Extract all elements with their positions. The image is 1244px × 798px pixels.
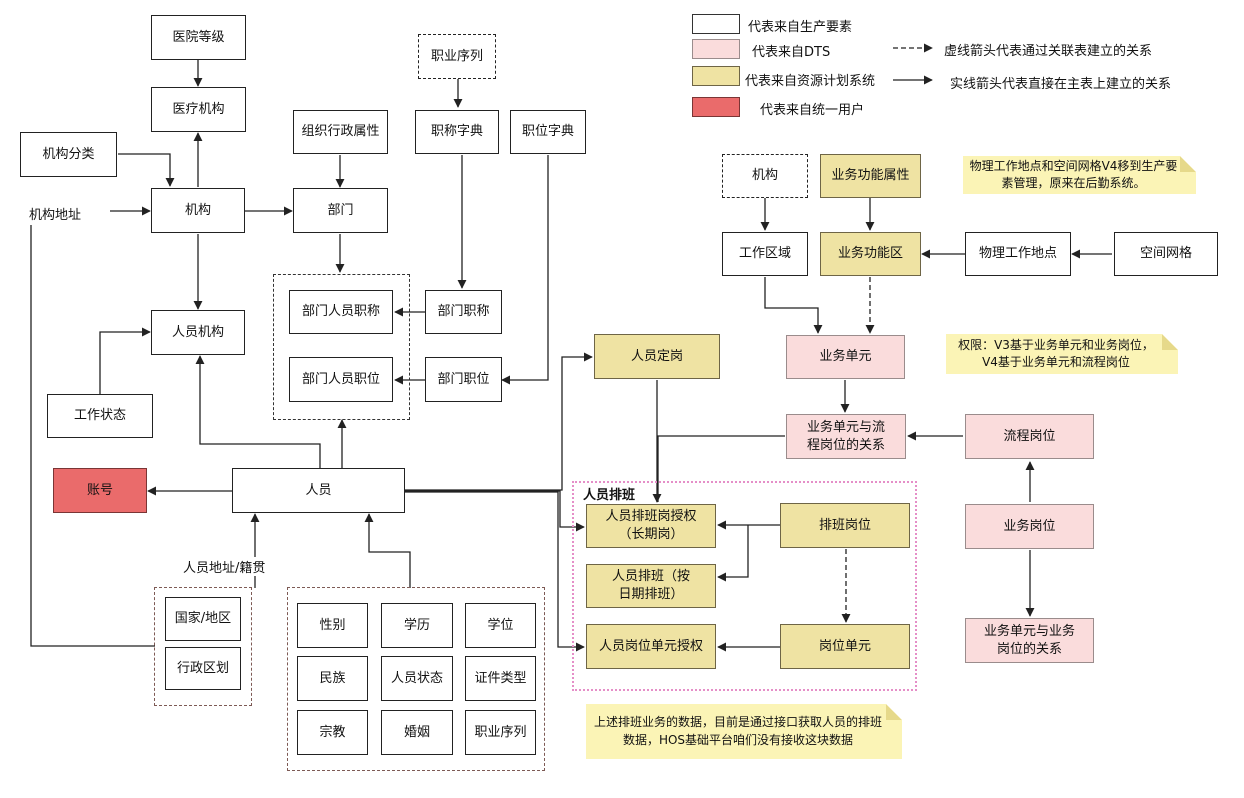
node-org-admin-attr: 组织行政属性 (293, 110, 388, 154)
note-v4-move: 物理工作地点和空间网格V4移到生产要素管理，原来在后勤系统。 (963, 156, 1196, 194)
edge-staff-posting (405, 352, 593, 491)
edge-category-org (118, 153, 175, 187)
node-business-func-attr: 业务功能属性 (820, 154, 921, 198)
node-work-status: 工作状态 (47, 394, 153, 438)
legend-swatch-resource (692, 66, 740, 86)
edge-staff-schedauth (405, 490, 585, 532)
node-staff-post-unit-auth: 人员岗位单元授权 (586, 624, 716, 669)
node-org-right: 机构 (722, 154, 808, 198)
legend-swatch-production (692, 14, 740, 34)
node-id-type: 证件类型 (465, 656, 536, 701)
node-position-dict: 职位字典 (510, 110, 586, 154)
node-staff: 人员 (232, 468, 405, 513)
node-org-category: 机构分类 (20, 132, 117, 177)
node-dept-staff-title: 部门人员职称 (289, 290, 393, 334)
group-address (154, 587, 252, 706)
edge-staff-stafforg (195, 355, 321, 468)
node-marriage: 婚姻 (381, 710, 453, 755)
node-department: 部门 (293, 188, 388, 233)
node-ethnicity: 民族 (297, 656, 368, 701)
node-admin-division: 行政区划 (165, 647, 241, 690)
node-schedule-post-auth: 人员排班岗授权（长期岗） (586, 504, 716, 548)
node-country-region: 国家/地区 (165, 597, 241, 641)
node-job-sequence-bottom: 职业序列 (465, 710, 536, 755)
node-work-area: 工作区域 (722, 232, 808, 276)
node-bu-business-relation: 业务单元与业务岗位的关系 (965, 618, 1094, 663)
edge-staff-unitauth (405, 491, 585, 652)
legend-label-dts: 代表来自DTS (752, 45, 831, 60)
node-physical-workplace: 物理工作地点 (965, 232, 1071, 276)
legend-label-dashed-arrow: 虚线箭头代表通过关联表建立的关系 (944, 44, 1153, 59)
node-religion: 宗教 (297, 710, 368, 755)
node-degree: 学位 (465, 603, 536, 648)
label-staff-address: 人员地址/籍贯 (181, 557, 268, 576)
edge-workstatus-stafforg (99, 327, 151, 394)
group-schedule (572, 481, 917, 691)
node-dept-title: 部门职称 (425, 290, 502, 334)
node-business-func-zone: 业务功能区 (820, 232, 921, 276)
node-org: 机构 (151, 188, 245, 233)
node-staff-schedule: 人员排班（按日期排班） (586, 564, 716, 608)
edge-dictgroup-staff (364, 513, 411, 588)
node-dept-staff-position: 部门人员职位 (289, 357, 393, 402)
group-schedule-title: 人员排班 (583, 488, 636, 503)
node-account: 账号 (53, 468, 147, 513)
node-post-unit: 岗位单元 (780, 624, 910, 669)
node-schedule-post: 排班岗位 (780, 503, 910, 548)
node-title-dict: 职称字典 (415, 110, 499, 154)
label-org-address: 机构地址 (29, 208, 82, 223)
node-medical-org: 医疗机构 (151, 87, 246, 132)
group-staff-dicts (287, 587, 545, 771)
node-gender: 性别 (297, 603, 368, 648)
legend-label-resource: 代表来自资源计划系统 (745, 74, 876, 89)
edge-address-staff (30, 225, 155, 647)
edge-posdict-deptpos (501, 155, 549, 385)
edge-schedpost-schedule (717, 525, 749, 582)
note-schedule-data: 上述排班业务的数据，目前是通过接口获取人员的排班数据，HOS基础平台咱们没有接收… (586, 704, 902, 759)
node-staff-status: 人员状态 (381, 656, 453, 701)
node-bu-flow-relation: 业务单元与流程岗位的关系 (786, 414, 906, 459)
note-permission: 权限：V3基于业务单元和业务岗位，V4基于业务单元和流程岗位 (946, 334, 1178, 374)
edge-workarea-bu (764, 277, 823, 334)
node-flow-post: 流程岗位 (965, 414, 1094, 459)
legend-label-production: 代表来自生产要素 (748, 20, 853, 35)
node-education: 学历 (381, 603, 453, 648)
edge-relation-schedauth (657, 435, 785, 502)
node-business-post: 业务岗位 (965, 504, 1094, 549)
node-staff-posting: 人员定岗 (594, 334, 720, 379)
node-staff-org: 人员机构 (151, 310, 245, 355)
legend-label-solid-arrow: 实线箭头代表直接在主表上建立的关系 (950, 77, 1172, 92)
node-job-sequence-top: 职业序列 (418, 34, 496, 79)
legend-swatch-unified-user (692, 97, 740, 117)
legend-label-unified-user: 代表来自统一用户 (760, 103, 865, 118)
node-hospital-level: 医院等级 (151, 15, 246, 60)
node-dept-position: 部门职位 (425, 357, 502, 402)
legend-swatch-dts (692, 39, 740, 59)
node-spatial-grid: 空间网格 (1114, 232, 1218, 276)
node-business-unit: 业务单元 (786, 335, 905, 379)
group-dept-staff (273, 274, 410, 420)
